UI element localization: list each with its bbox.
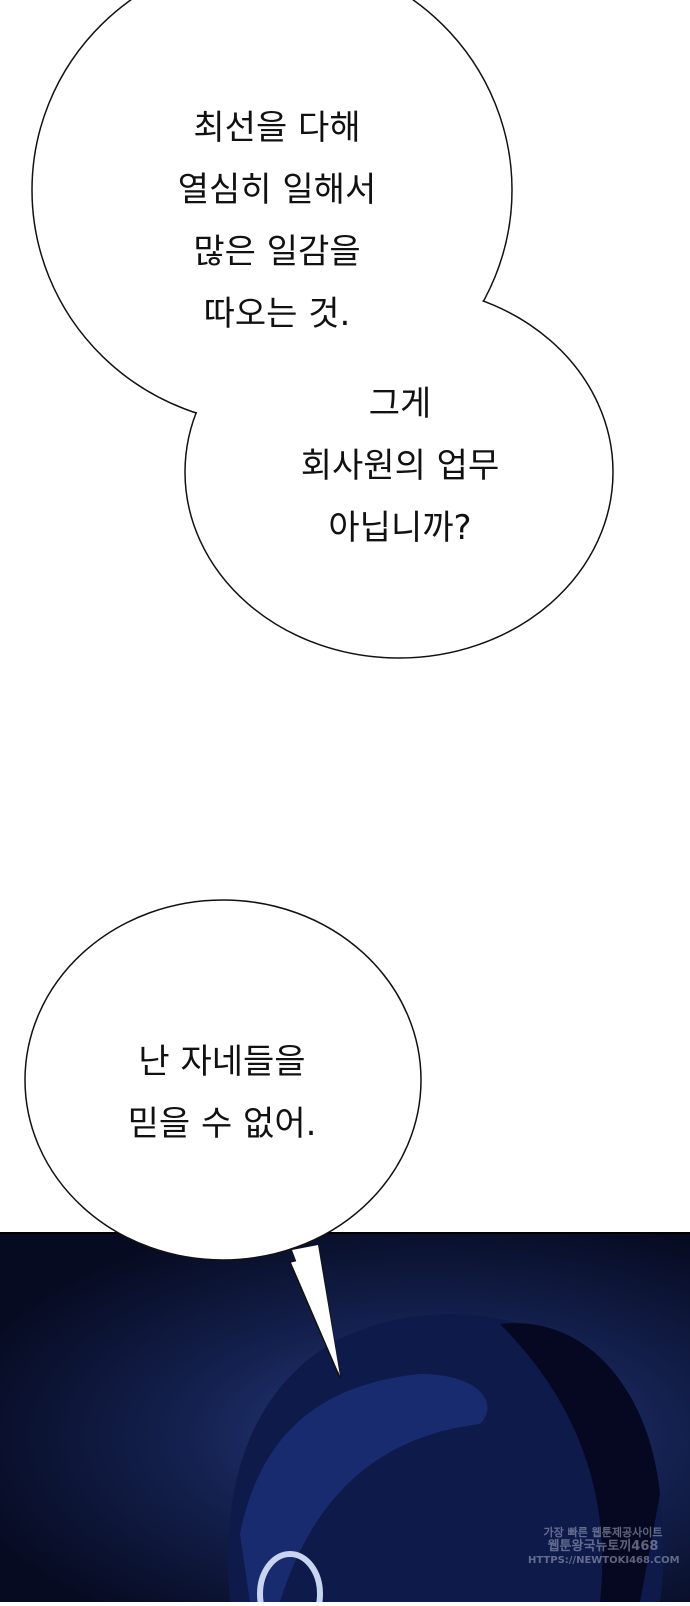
dialogue-text-1: 최선을 다해 열심히 일해서 많은 일감을 따오는 것. (178, 97, 377, 345)
dialogue-line: 회사원의 업무 (300, 446, 500, 486)
watermark-line: 가장 빠른 웹툰제공사이트 (543, 1526, 663, 1539)
dialogue-line: 난 자네들을 (138, 1042, 306, 1082)
speech-bubble-1 (31, 0, 614, 659)
dialogue-line: 그게 (368, 384, 432, 424)
watermark-line: HTTPS://NEWTOKI468.COM (528, 1555, 680, 1566)
dialogue-text-3: 난 자네들을 믿을 수 없어. (128, 1031, 317, 1155)
dialogue-line: 많은 일감을 (193, 232, 361, 272)
character-hair-art (228, 1314, 664, 1606)
dialogue-line: 따오는 것. (203, 294, 351, 334)
watermark: 가장 빠른 웹툰제공사이트 웹툰왕국뉴토끼468 HTTPS://NEWTOKI… (528, 1526, 680, 1568)
comic-panel-dark-character (0, 1232, 690, 1606)
watermark-line: 웹툰왕국뉴토끼468 (547, 1539, 659, 1554)
dialogue-line: 열심히 일해서 (177, 170, 377, 210)
dialogue-line: 믿을 수 없어. (127, 1104, 317, 1144)
dialogue-line: 최선을 다해 (193, 108, 361, 148)
dialogue-line: 아닙니까? (328, 508, 472, 548)
dialogue-text-2: 그게 회사원의 업무 아닙니까? (301, 373, 500, 559)
speech-bubble-2 (24, 899, 422, 1379)
